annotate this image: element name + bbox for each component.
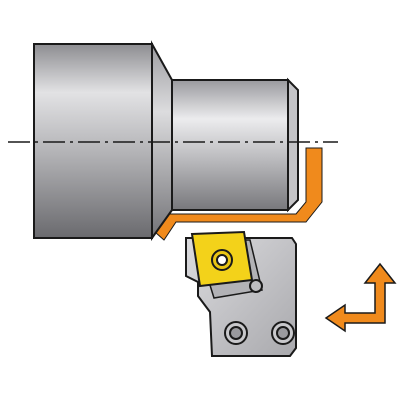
mounting-screw-right bbox=[271, 321, 295, 345]
l-shaped-arrows-icon bbox=[324, 262, 397, 333]
workpiece-taper bbox=[151, 40, 173, 242]
workpiece-chamfer-end bbox=[287, 77, 299, 213]
workpiece-main-body bbox=[33, 43, 153, 239]
mounting-screw-left bbox=[224, 321, 248, 345]
insert-screw-inner bbox=[216, 254, 228, 266]
cut-profile bbox=[154, 147, 323, 241]
clamp-pin bbox=[249, 279, 263, 293]
workpiece-turned-diameter bbox=[171, 79, 289, 211]
